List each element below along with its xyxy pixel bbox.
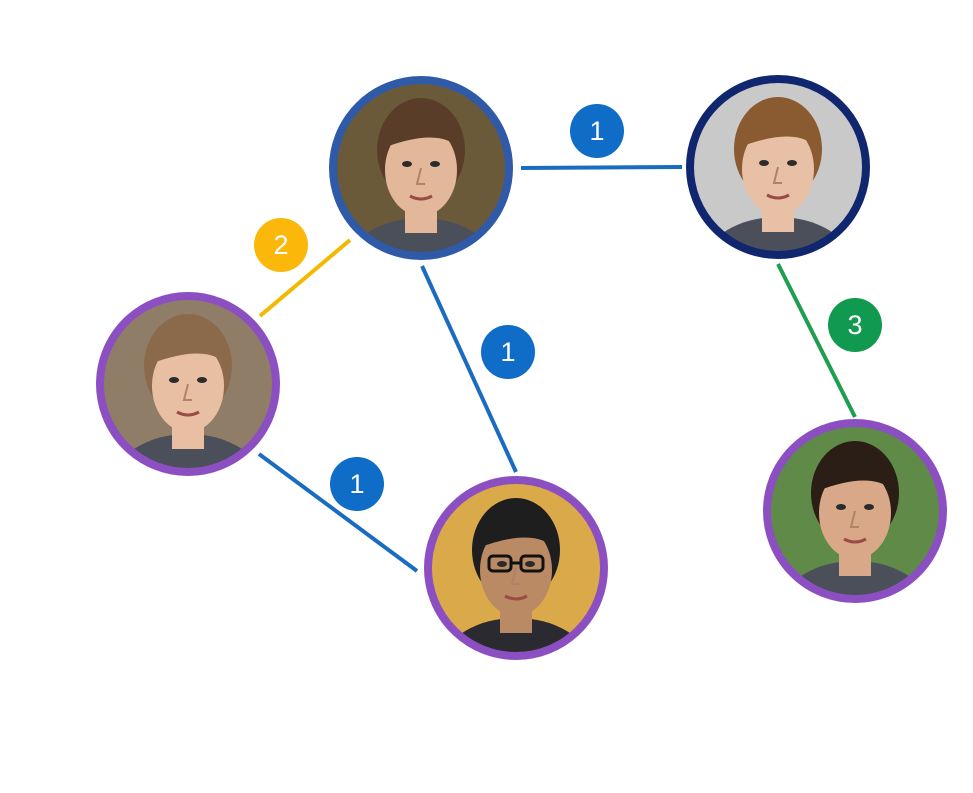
avatar-ring xyxy=(329,76,513,260)
badge-weight-1-middle: 1 xyxy=(481,325,535,379)
badge-circle xyxy=(330,457,384,511)
edge-woman-top-right-man-right xyxy=(776,263,857,418)
edge-man-center-woman-top-right xyxy=(520,165,683,170)
person-avatar-icon xyxy=(767,423,943,599)
badge-label: 1 xyxy=(500,337,515,367)
badge-weight-1-top: 1 xyxy=(570,104,624,158)
badge-label: 1 xyxy=(589,116,604,146)
edge-man-center-woman-left xyxy=(258,238,352,318)
person-avatar-icon xyxy=(333,80,509,256)
badge-weight-3: 3 xyxy=(828,298,882,352)
person-avatar-icon xyxy=(690,79,866,255)
person-avatar-icon xyxy=(428,480,604,656)
badge-circle xyxy=(828,298,882,352)
node-man-glasses xyxy=(424,476,608,660)
badge-circle xyxy=(254,218,308,272)
edge-woman-left-man-glasses xyxy=(257,452,419,573)
avatar-ring xyxy=(686,75,870,259)
node-man-right xyxy=(763,419,947,603)
avatar-ring xyxy=(424,476,608,660)
node-man-center xyxy=(329,76,513,260)
edge-man-center-man-glasses xyxy=(420,265,518,473)
badge-circle xyxy=(570,104,624,158)
badge-weight-1-bottom: 1 xyxy=(330,457,384,511)
avatar-ring xyxy=(96,292,280,476)
badge-label: 2 xyxy=(273,230,288,260)
badge-circle xyxy=(481,325,535,379)
avatar-ring xyxy=(763,419,947,603)
node-woman-left xyxy=(96,292,280,476)
badge-label: 3 xyxy=(847,310,862,340)
badge-label: 1 xyxy=(349,469,364,499)
badge-weight-2: 2 xyxy=(254,218,308,272)
person-avatar-icon xyxy=(100,296,276,472)
node-woman-top-right xyxy=(686,75,870,259)
